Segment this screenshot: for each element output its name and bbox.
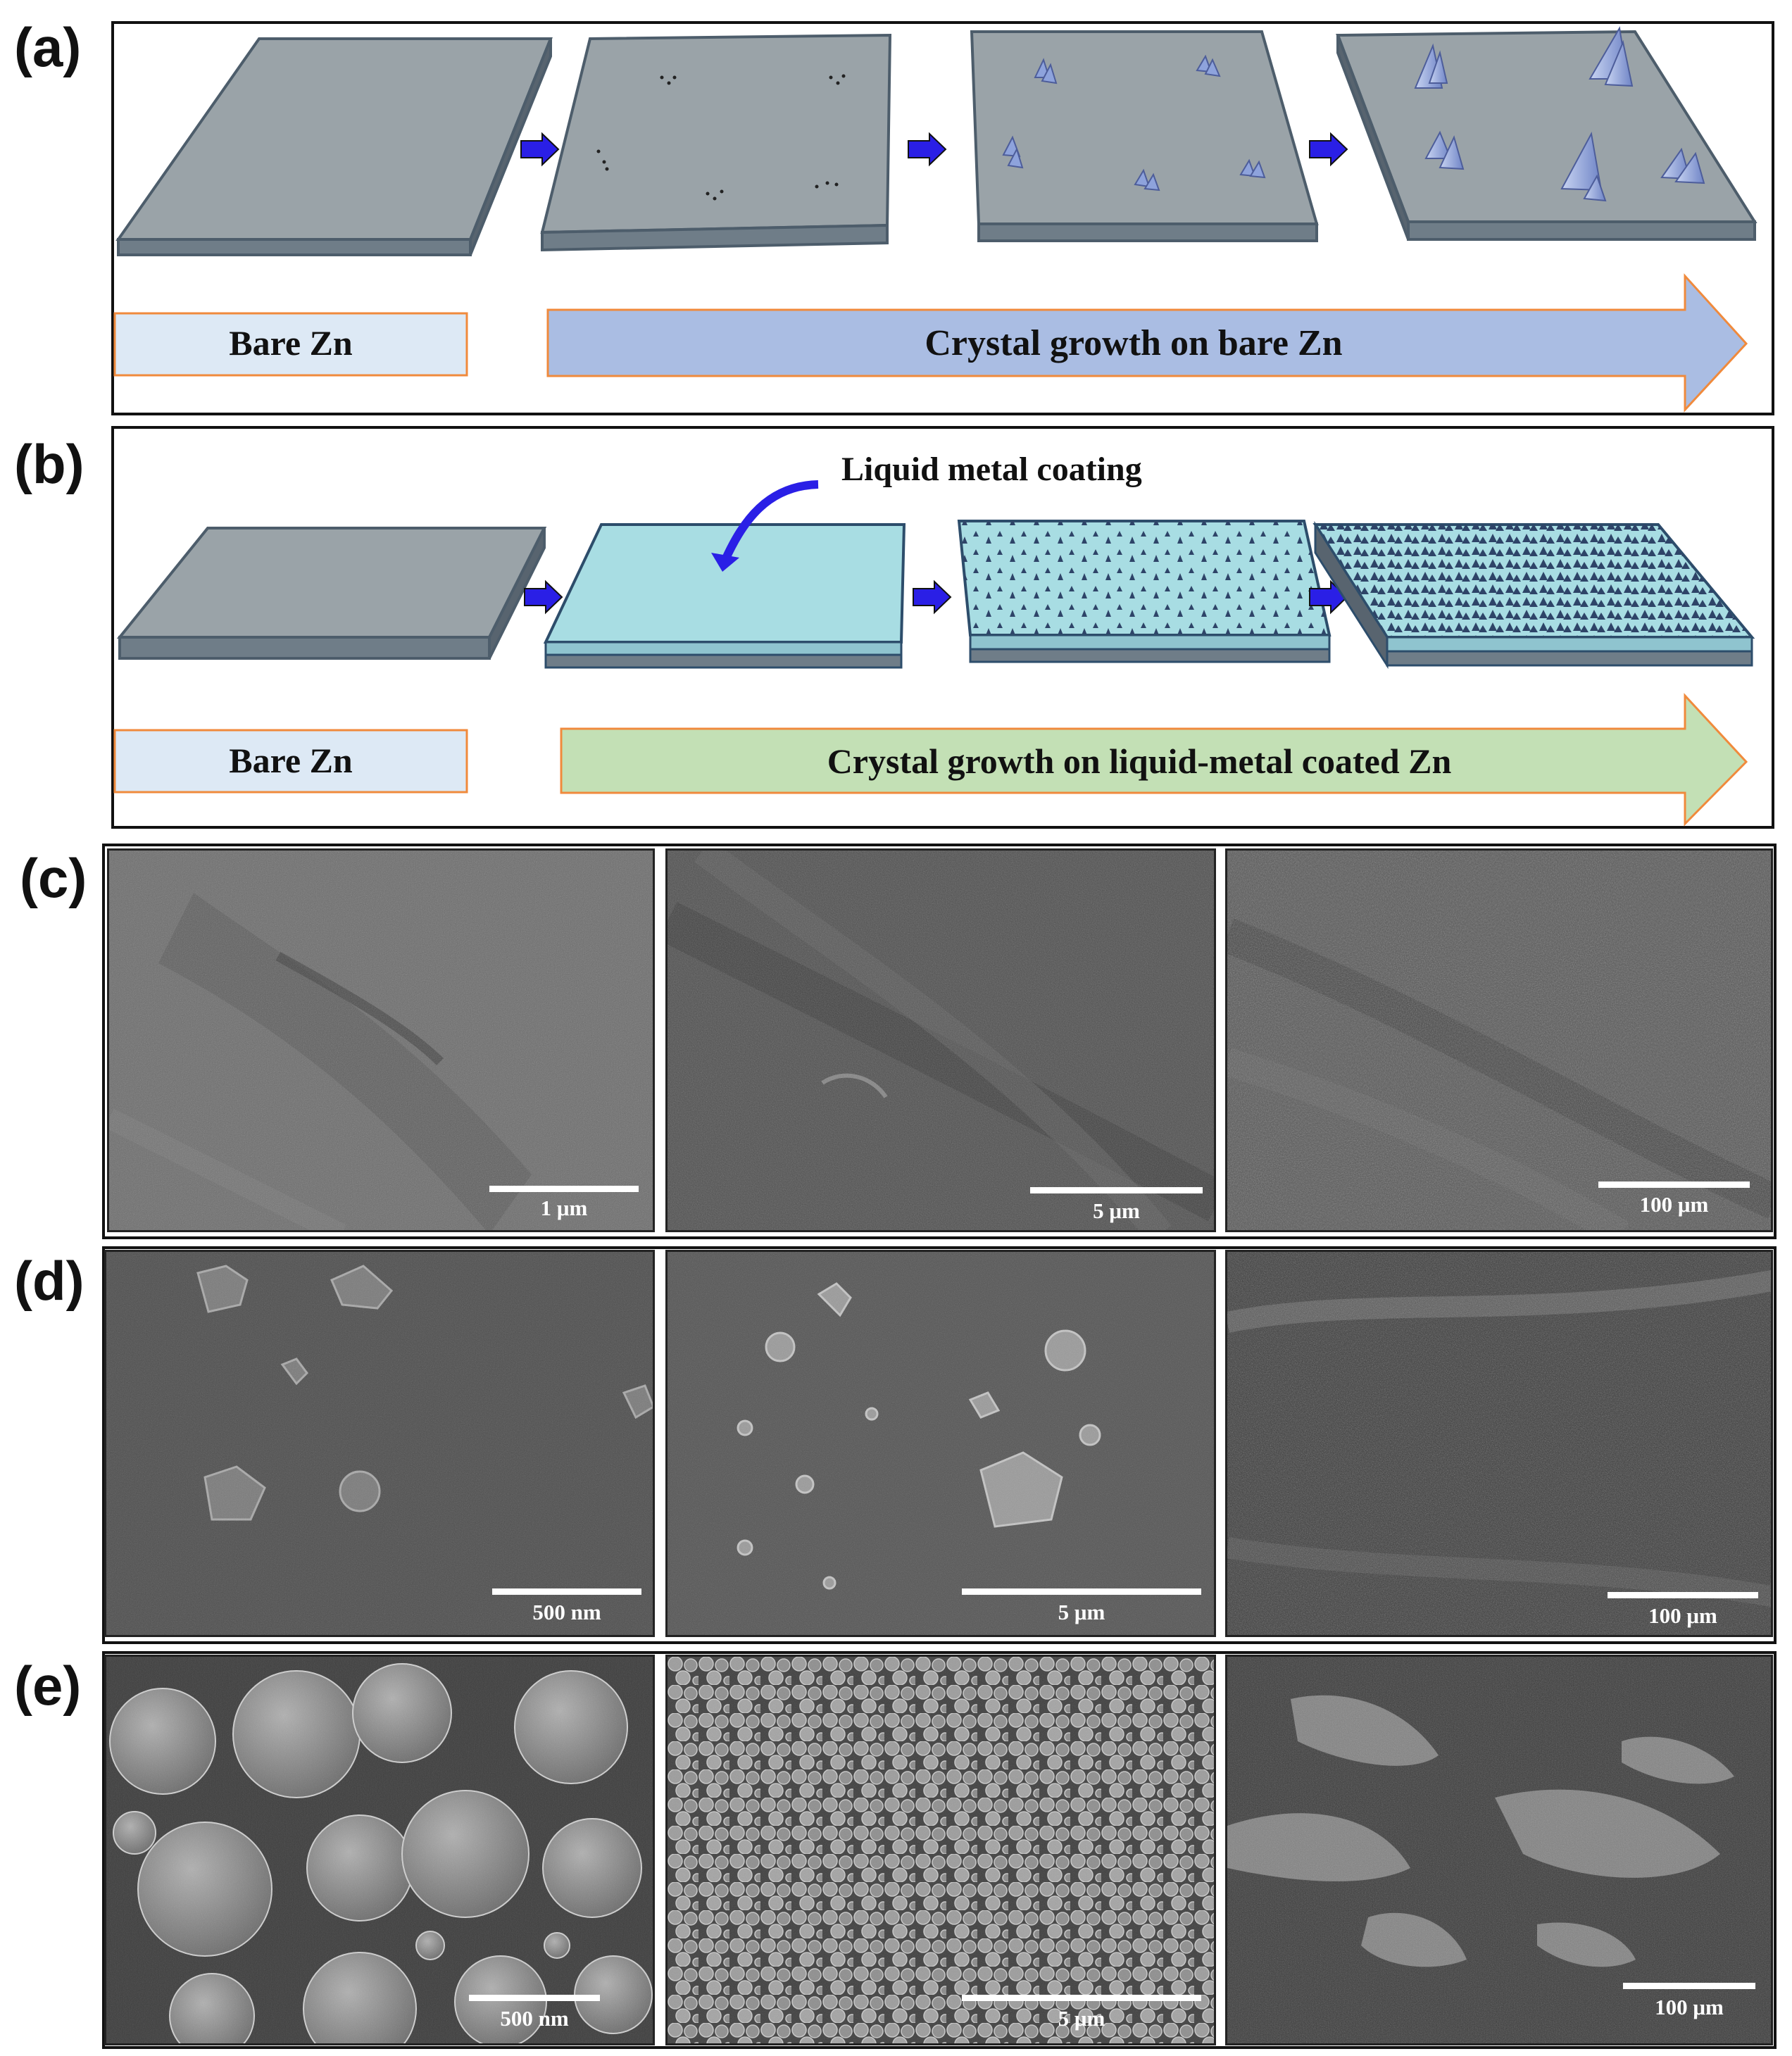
scale-bar xyxy=(469,1995,600,2001)
bare-zn-caption: Bare Zn xyxy=(229,323,353,363)
sem-image-e2: 5 μm xyxy=(665,1655,1216,2045)
growth-arrow-band xyxy=(546,273,1748,413)
zn-slab-coated xyxy=(543,523,906,669)
scale-bar xyxy=(1598,1181,1750,1188)
arrow-icon xyxy=(524,579,563,615)
sem-image-d2: 5 μm xyxy=(665,1250,1216,1637)
zn-slab-bare xyxy=(115,37,553,256)
panel-label-b: (b) xyxy=(14,433,84,495)
scale-bar xyxy=(1623,1983,1755,1989)
bare-zn-caption-box xyxy=(113,729,468,794)
sem-image-c1: 1 μm xyxy=(107,848,655,1232)
scale-bar-label: 5 μm xyxy=(1093,1198,1140,1223)
bare-zn-caption-box xyxy=(113,312,468,377)
zn-slab-bare xyxy=(116,527,547,660)
scale-bar xyxy=(962,1588,1201,1595)
zn-slab-coated-dense xyxy=(1312,520,1755,670)
panel-label-d: (d) xyxy=(14,1250,84,1312)
coating-pointer-arrow xyxy=(711,480,819,572)
arrow-icon xyxy=(908,132,947,167)
sem-image-c3: 100 μm xyxy=(1225,848,1773,1232)
scale-bar-label: 500 nm xyxy=(500,2006,569,2031)
scale-bar-label: 100 μm xyxy=(1639,1192,1709,1217)
scale-bar xyxy=(1608,1592,1758,1598)
zn-slab-nuclei xyxy=(540,33,892,252)
zn-slab-coated-nuclei xyxy=(957,520,1332,663)
panel-a-schematic xyxy=(115,26,1757,256)
bare-zn-caption: Bare Zn xyxy=(229,741,353,780)
panel-label-a: (a) xyxy=(14,16,82,78)
scale-bar-label: 5 μm xyxy=(1058,1600,1105,1624)
scale-bar-label: 100 μm xyxy=(1655,1995,1724,2019)
zn-slab-dendrites xyxy=(1336,26,1757,241)
crystal-growth-coated-caption: Crystal growth on liquid-metal coated Zn xyxy=(827,741,1452,781)
panel-label-c: (c) xyxy=(20,847,87,909)
arrow-icon xyxy=(913,579,952,615)
growth-arrow-band xyxy=(560,693,1748,827)
panel-a-captions: Bare Zn Crystal growth on bare Zn xyxy=(113,273,1748,413)
scale-bar xyxy=(1030,1187,1203,1193)
liquid-metal-coating-label: Liquid metal coating xyxy=(841,451,1142,488)
scale-bar xyxy=(962,1995,1201,2001)
sem-image-e3: 100 μm xyxy=(1225,1655,1773,2045)
arrow-icon xyxy=(520,132,560,167)
scale-bar-label: 500 nm xyxy=(532,1600,601,1624)
scale-bar xyxy=(492,1588,641,1595)
scale-bar-label: 1 μm xyxy=(540,1196,588,1220)
crystal-growth-bare-caption: Crystal growth on bare Zn xyxy=(925,323,1342,363)
sem-image-e1: 500 nm xyxy=(104,1655,655,2045)
sem-image-d3: 100 μm xyxy=(1225,1250,1773,1637)
scale-bar xyxy=(489,1186,639,1192)
arrow-icon xyxy=(1309,132,1348,167)
scale-bar-label: 100 μm xyxy=(1648,1603,1717,1628)
sem-image-d1: 500 nm xyxy=(104,1250,655,1637)
zn-slab-small-crystals xyxy=(970,30,1319,242)
scale-bar-label: 5 μm xyxy=(1058,2006,1105,2031)
panel-b-schematic: Liquid metal coating Bare Zn Crystal gro… xyxy=(113,451,1755,827)
panel-label-e: (e) xyxy=(14,1655,82,1717)
sem-image-c2: 5 μm xyxy=(665,848,1216,1232)
